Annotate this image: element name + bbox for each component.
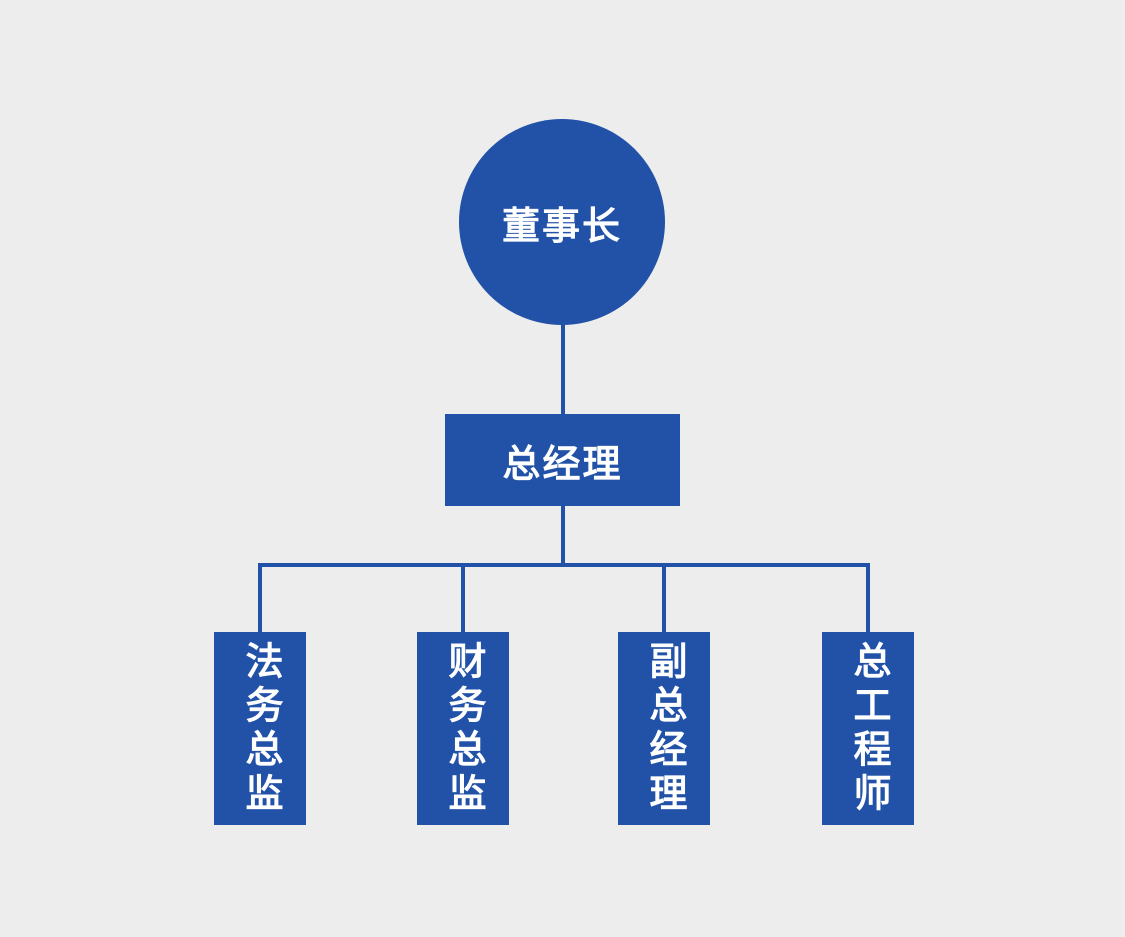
legal-director-label: 法务总监 xyxy=(239,640,281,817)
org-node-deputy-general-manager: 副总经理 xyxy=(618,632,710,825)
org-node-chairman: 董事长 xyxy=(459,119,665,325)
connector-chairman-to-gm xyxy=(561,323,565,416)
org-node-general-manager: 总经理 xyxy=(445,414,680,506)
general-manager-label: 总经理 xyxy=(502,443,623,486)
connector-drop-chief-engineer xyxy=(866,563,870,633)
chief-engineer-label: 总工程师 xyxy=(847,640,889,817)
deputy-general-manager-label: 副总经理 xyxy=(643,640,685,817)
org-node-legal-director: 法务总监 xyxy=(214,632,306,825)
connector-gm-to-rail xyxy=(561,505,565,565)
chairman-label: 董事长 xyxy=(501,205,622,248)
org-node-chief-engineer: 总工程师 xyxy=(822,632,914,825)
org-node-finance-director: 财务总监 xyxy=(417,632,509,825)
connector-drop-deputy-gm xyxy=(662,563,666,633)
finance-director-label: 财务总监 xyxy=(442,640,484,817)
connector-drop-legal-director xyxy=(258,563,262,633)
connector-drop-finance-director xyxy=(461,563,465,633)
connector-horizontal-rail xyxy=(258,563,870,567)
